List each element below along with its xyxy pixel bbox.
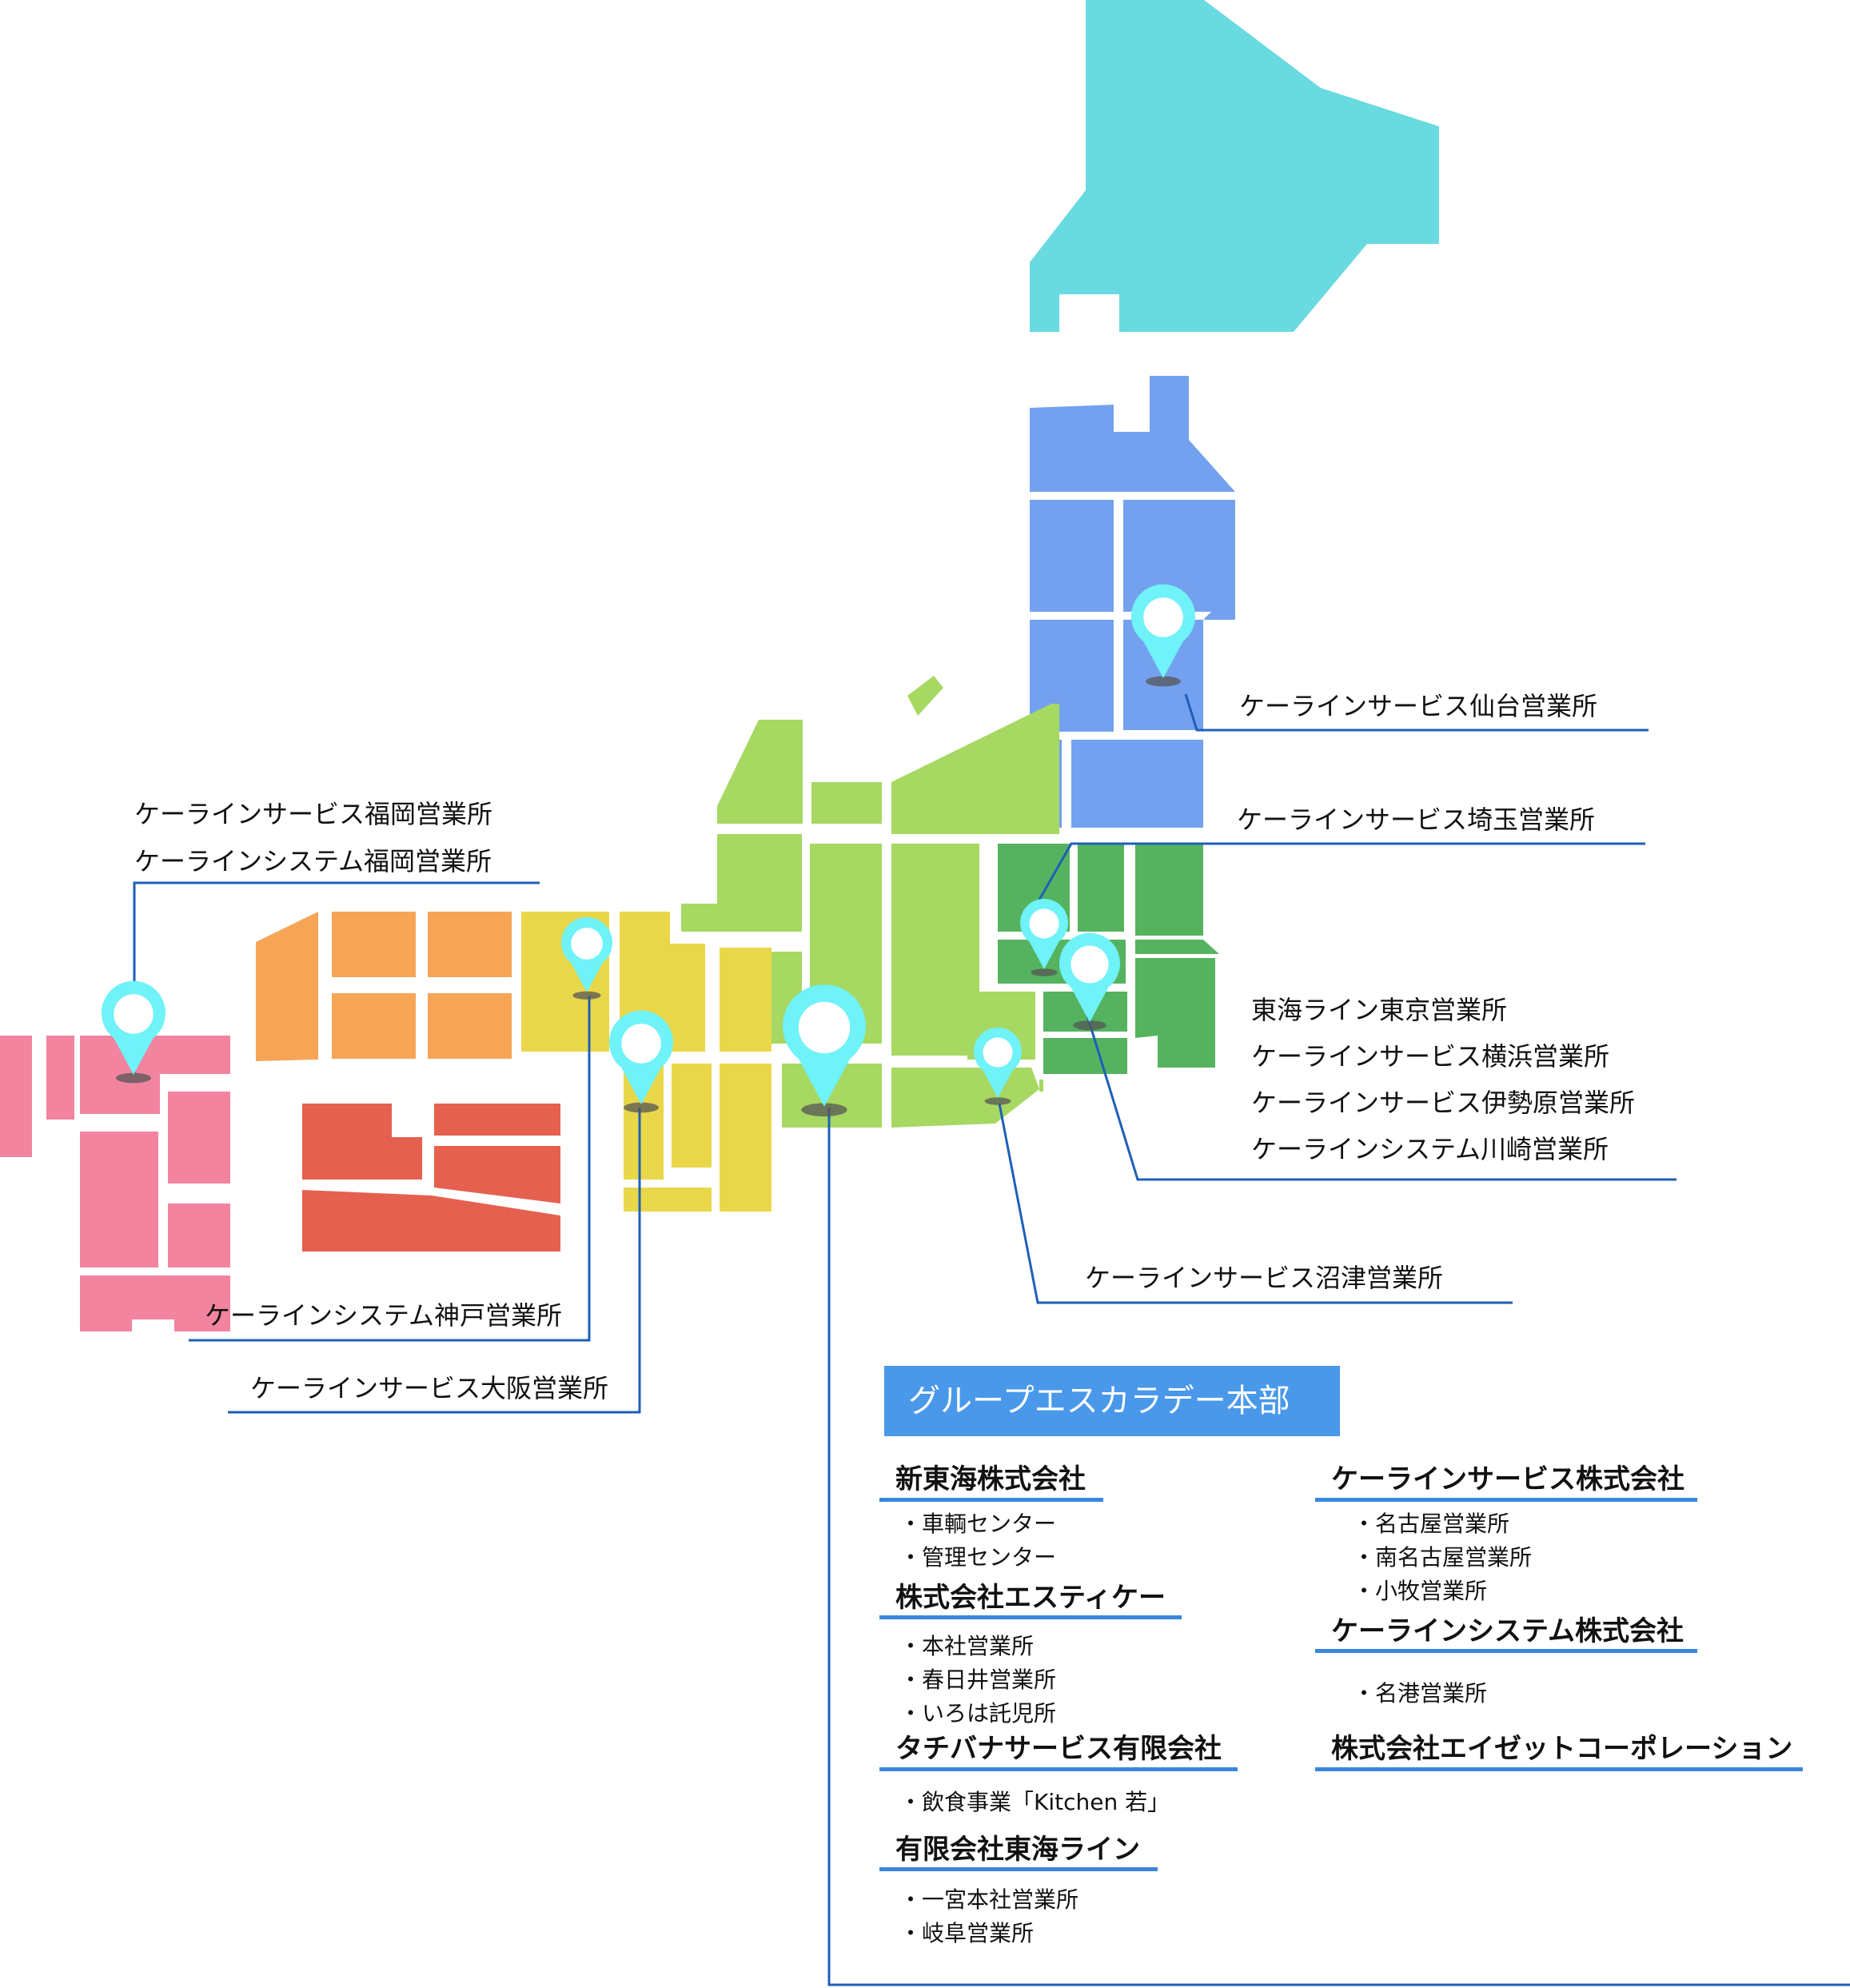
label-osaka-office: ケーラインサービス大阪営業所 [250, 1373, 609, 1403]
map-pin-icon[interactable] [608, 1010, 673, 1113]
label-yokohama-office: ケーラインサービス横浜営業所 [1251, 1041, 1610, 1072]
region-hokkaido [1030, 0, 1439, 332]
map-pin-icon[interactable] [102, 980, 166, 1084]
company-item: ・南名古屋営業所 [1353, 1544, 1533, 1571]
company-item: ・車輌センター [899, 1511, 1057, 1537]
company-name: 株式会社エイゼットコーポレーション [1331, 1733, 1793, 1765]
map-pin-icon[interactable] [561, 916, 612, 1000]
label-kobe-office: ケーラインシステム神戸営業所 [205, 1300, 563, 1331]
label-sendai-office: ケーラインサービス仙台営業所 [1239, 691, 1598, 721]
company-item: ・小牧営業所 [1353, 1578, 1488, 1604]
headquarters-title: グループエスカラデー本部 [884, 1366, 1340, 1436]
company-item: ・名古屋営業所 [1353, 1511, 1510, 1537]
company-item: ・岐阜営業所 [899, 1920, 1035, 1946]
leader-line-kobe [189, 996, 591, 1342]
company-name: 新東海株式会社 [895, 1463, 1086, 1495]
company-item: ・いろは託児所 [899, 1700, 1057, 1727]
company-item: ・一宮本社営業所 [899, 1886, 1079, 1913]
region-kanto [998, 844, 1219, 1074]
map-pin-icon[interactable] [1059, 932, 1121, 1031]
map-pin-icon[interactable] [1020, 898, 1069, 976]
pins [102, 584, 1195, 1117]
region-kyushu [0, 1036, 230, 1331]
company-name: タチバナサービス有限会社 [895, 1733, 1222, 1765]
company-underline [879, 1615, 1182, 1619]
leader-line-numazu [998, 1103, 1513, 1304]
map-pin-icon[interactable] [973, 1027, 1023, 1105]
label-isehara-office: ケーラインサービス伊勢原営業所 [1251, 1088, 1636, 1118]
label-saitama-office: ケーラインサービス埼玉営業所 [1237, 804, 1596, 835]
label-numazu-office: ケーラインサービス沼津営業所 [1085, 1263, 1444, 1293]
company-underline [879, 1498, 1103, 1502]
leader-line-saitama [1038, 842, 1645, 900]
company-item: ・名港営業所 [1353, 1680, 1488, 1707]
region-shikoku [302, 1104, 560, 1251]
leader-line-tokyo-group [1086, 1015, 1677, 1181]
label-fukuoka-office-1: ケーラインサービス福岡営業所 [134, 799, 493, 829]
company-item: ・飲食事業「Kitchen 若」 [899, 1789, 1170, 1815]
company-name: 株式会社エスティケー [895, 1582, 1166, 1614]
company-name: ケーラインサービス株式会社 [1331, 1463, 1685, 1495]
company-item: ・管理センター [899, 1544, 1057, 1571]
leader-line-sendai [1184, 693, 1649, 732]
company-underline [879, 1767, 1238, 1771]
company-underline [1315, 1649, 1697, 1653]
label-kawasaki-office: ケーラインシステム川崎営業所 [1251, 1134, 1609, 1164]
leader-line-osaka [228, 1108, 641, 1414]
company-underline [879, 1867, 1158, 1871]
region-chugoku [256, 912, 512, 1061]
company-underline [1315, 1498, 1697, 1502]
company-item: ・本社営業所 [899, 1633, 1035, 1659]
leader-line-hq [827, 1108, 1850, 1986]
label-fukuoka-office-2: ケーラインシステム福岡営業所 [134, 846, 492, 876]
map-pin-icon[interactable] [1130, 584, 1195, 687]
company-item: ・春日井営業所 [899, 1667, 1057, 1693]
company-underline [1315, 1767, 1803, 1771]
region-tohoku [1030, 376, 1235, 828]
company-name: 有限会社東海ライン [895, 1834, 1140, 1866]
leader-lines [133, 693, 1850, 1986]
label-tokyo-office: 東海ライン東京営業所 [1251, 995, 1508, 1025]
company-name: ケーラインシステム株式会社 [1331, 1615, 1684, 1647]
map-pin-icon[interactable] [783, 984, 866, 1117]
